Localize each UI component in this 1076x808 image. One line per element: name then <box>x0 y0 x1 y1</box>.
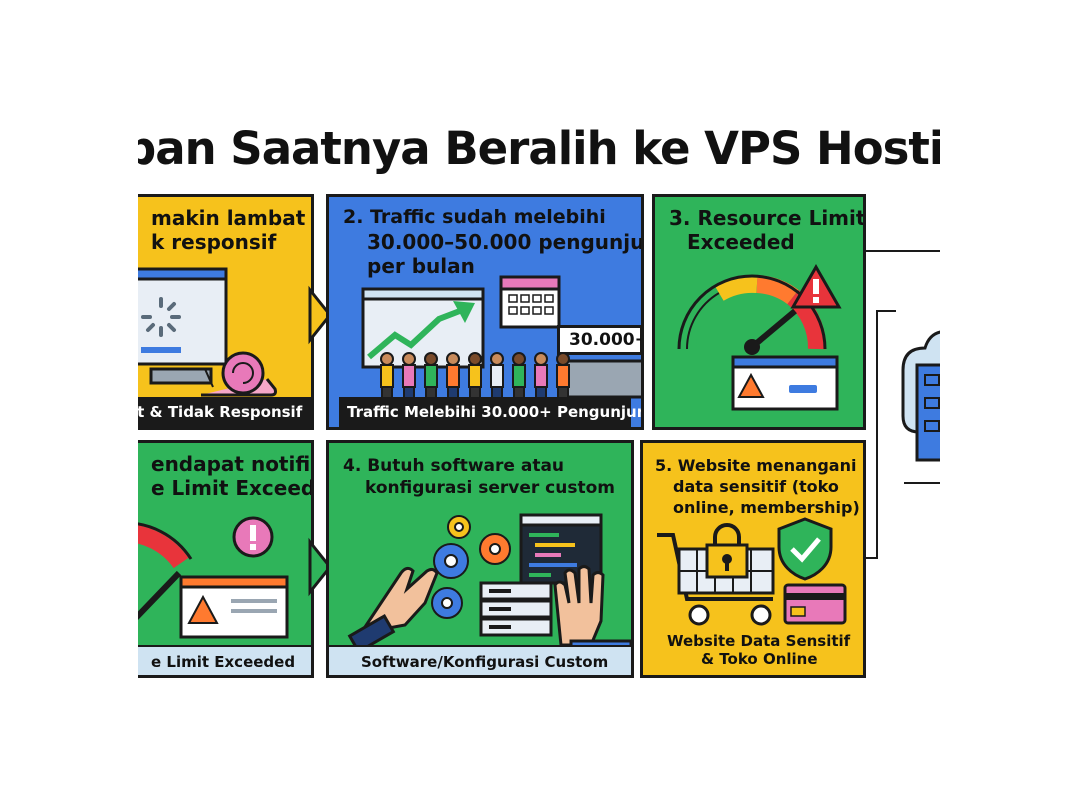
panel-2-caption: Traffic Melebihi 30.000+ Pengunjung <box>339 397 641 427</box>
page-title: pan Saatnya Beralih ke VPS Hostir <box>138 122 940 175</box>
panel-6-heading-line3: online, membership) <box>673 498 860 517</box>
infographic-crop: pan Saatnya Beralih ke VPS Hostir makin … <box>138 110 940 700</box>
hand-icon <box>553 565 631 659</box>
snail-icon <box>201 351 277 397</box>
panel-6-caption-line1: Website Data Sensitif <box>667 632 851 650</box>
panel-3-heading-line1: 3. Resource Limit <box>669 206 866 230</box>
connector-top <box>864 250 940 252</box>
connector-mid <box>876 310 896 312</box>
panel-5-caption: Software/Konfigurasi Custom <box>329 645 631 675</box>
gauge-icon-partial <box>138 522 193 621</box>
connector-bottom <box>864 557 878 559</box>
panel-resource-limit: 3. Resource Limit Exceeded <box>652 194 866 430</box>
panel-2-heading-line1: 2. Traffic sudah melebihi <box>343 206 606 228</box>
connector-low <box>904 482 940 484</box>
alert-icon <box>790 263 842 309</box>
panel-5-heading-line2: konfigurasi server custom <box>365 478 615 498</box>
panel-1-caption: at & Tidak Responsif <box>138 397 311 427</box>
panel-sensitive-data: 5. Website menangani data sensitif (toko… <box>640 440 866 678</box>
panel-5-heading-line1: 4. Butuh software atau <box>343 456 565 476</box>
arrow-right-icon <box>308 537 332 597</box>
visitor-count-sign <box>557 325 641 355</box>
shield-check-icon <box>777 517 833 581</box>
panel-4-heading-line1: endapat notifikasi <box>151 452 311 476</box>
error-window-icon <box>731 355 839 411</box>
panel-3-heading-line2: Exceeded <box>687 230 795 254</box>
alert-icon <box>232 516 274 558</box>
trend-arrow-icon <box>367 301 475 360</box>
panel-2-heading-line2: 30.000–50.000 pengunjung <box>367 230 644 254</box>
panel-6-heading-line2: data sensitif (toko <box>673 477 839 496</box>
connector-vertical <box>876 310 878 558</box>
server-icon <box>479 581 553 637</box>
panel-1-heading-line2: k responsif <box>151 230 277 254</box>
gear-icon <box>431 515 511 619</box>
lock-icon <box>705 523 749 579</box>
panel-limit-notification: endapat notifikasi e Limit Exceeded” e L… <box>138 440 314 678</box>
panel-4-caption: e Limit Exceeded <box>138 645 311 675</box>
panel-4-heading-line2: e Limit Exceeded” <box>151 476 314 500</box>
panel-2-heading-line3: per bulan <box>367 254 475 278</box>
arrow-right-icon <box>308 285 332 345</box>
panel-1-heading-line1: makin lambat <box>151 206 306 230</box>
credit-card-icon <box>783 583 847 625</box>
monitor-icon <box>138 267 228 385</box>
error-window-icon <box>179 575 289 639</box>
panel-6-caption-line2: & Toko Online <box>701 650 818 668</box>
panel-custom-software: 4. Butuh software atau konfigurasi serve… <box>326 440 634 678</box>
panel-6-heading-line1: 5. Website menangani <box>655 456 857 475</box>
cloud-server-icon <box>901 330 940 462</box>
panel-traffic: 2. Traffic sudah melebihi 30.000–50.000 … <box>326 194 644 430</box>
calendar-icon <box>499 275 561 329</box>
panel-slow-website: makin lambat k responsif at & Tidak Resp… <box>138 194 314 430</box>
visitor-count-label: 30.000+ <box>569 330 644 350</box>
loading-icon <box>141 297 181 337</box>
hand-icon <box>347 566 439 654</box>
